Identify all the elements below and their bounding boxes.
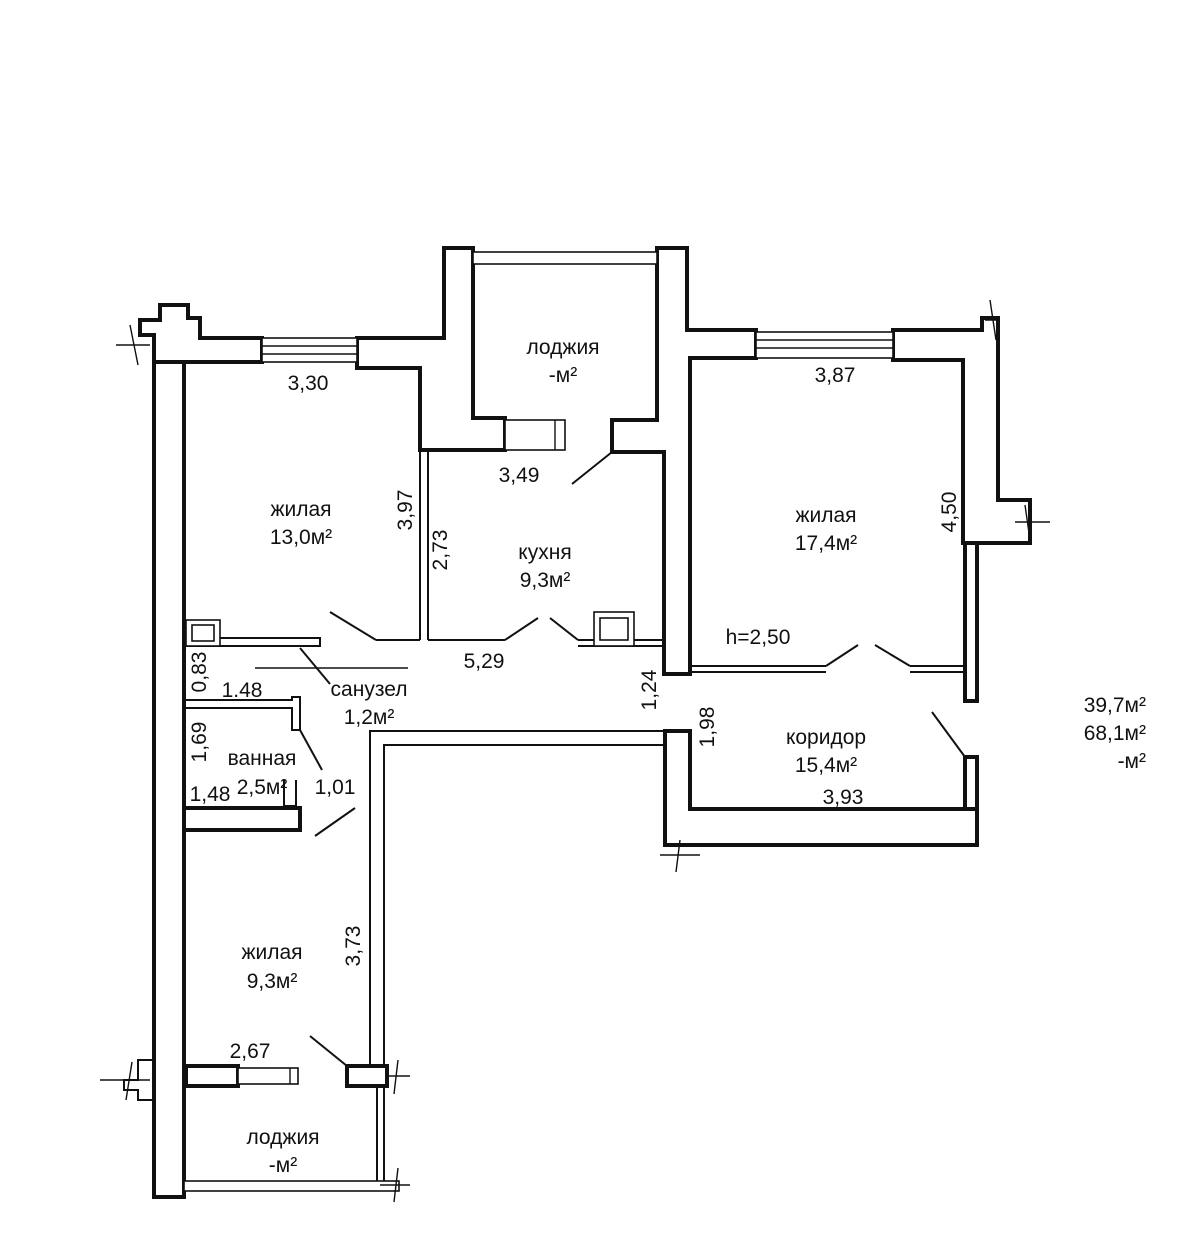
door-kitchen-left bbox=[504, 617, 539, 641]
room-area-bath: 2,5м² bbox=[237, 776, 288, 799]
door-loggia bbox=[571, 451, 613, 485]
dimension-3-49: 3,49 bbox=[499, 464, 540, 487]
room-area-corridor: 15,4м² bbox=[795, 754, 857, 777]
room-area-kitchen: 9,3м² bbox=[520, 569, 571, 592]
living-kitchen-partition bbox=[376, 452, 505, 641]
door-bottom-loggia bbox=[309, 1035, 348, 1067]
bath-wall bbox=[184, 696, 301, 731]
total-living-area: 39,7м² bbox=[1084, 694, 1146, 717]
bottom-right-pillar bbox=[345, 1064, 389, 1088]
dimension-1-24: 1,24 bbox=[638, 669, 661, 710]
ceiling-height: h=2,50 bbox=[726, 626, 791, 649]
duct-kitchen-inner bbox=[599, 617, 629, 641]
window-kitchen-loggia bbox=[504, 419, 566, 451]
right-thin-wall bbox=[963, 541, 979, 703]
dimension-1-48-bottom: 1,48 bbox=[190, 783, 231, 806]
dimension-2-67: 2,67 bbox=[230, 1040, 271, 1063]
left-outer-wall bbox=[152, 360, 186, 1199]
dimension-1-01: 1,01 bbox=[315, 776, 356, 799]
door-entrance bbox=[931, 711, 966, 758]
left-top-stepped-wall bbox=[138, 303, 264, 364]
walls bbox=[123, 246, 1032, 1199]
window-bottom-room bbox=[237, 1067, 299, 1085]
break-mark-bottom-left bbox=[100, 1061, 150, 1101]
door-right-room-left bbox=[825, 644, 859, 667]
ducts bbox=[185, 611, 635, 647]
right-door-jamb bbox=[963, 755, 979, 811]
dimension-labels: 3,30 3,87 3,49 3,97 2,73 4,50 5,29 0,83 … bbox=[188, 364, 961, 1063]
dimension-3-97: 3,97 bbox=[394, 490, 417, 531]
bath-small-jamb bbox=[283, 780, 297, 807]
duct-wc-inner bbox=[191, 624, 215, 642]
corridor-bottom-wall bbox=[663, 729, 979, 847]
break-mark-right bbox=[1015, 504, 1050, 541]
corridor-inner-wall bbox=[369, 730, 665, 1065]
dimension-3-73: 3,73 bbox=[342, 926, 365, 967]
door-right-room-right bbox=[874, 644, 911, 667]
window-loggia-top bbox=[472, 251, 658, 265]
break-mark-bottom-right bbox=[380, 1167, 410, 1203]
dimension-0-83: 0,83 bbox=[188, 652, 211, 693]
right-room-bottom-wall bbox=[690, 665, 965, 673]
door-bath bbox=[299, 729, 323, 771]
room-name-corridor: коридор bbox=[786, 726, 866, 749]
top-wall-right-of-window-left bbox=[355, 246, 507, 452]
dimension-1-69: 1,69 bbox=[188, 722, 211, 763]
room-name-loggia-bottom: лоджия bbox=[246, 1126, 319, 1149]
room-area-living-bottom: 9,3м² bbox=[247, 970, 298, 993]
bottom-loggia-right-wall bbox=[376, 1086, 385, 1185]
dimension-4-50: 4,50 bbox=[938, 492, 961, 533]
dimension-1-98: 1,98 bbox=[696, 707, 719, 748]
break-mark-top-left bbox=[116, 324, 150, 366]
room-area-loggia-bottom: -м² bbox=[269, 1154, 297, 1177]
room-name-living-left: жилая bbox=[270, 498, 331, 521]
dimension-2-73: 2,73 bbox=[429, 530, 452, 571]
top-right-wall bbox=[891, 316, 1032, 545]
room-name-wc: санузел bbox=[331, 678, 408, 701]
room-labels: лоджия -м² жилая 13,0м² кухня 9,3м² жила… bbox=[228, 336, 866, 1177]
windows bbox=[183, 251, 894, 1192]
room-area-loggia-top: -м² bbox=[549, 364, 577, 387]
doors bbox=[255, 451, 966, 1067]
room-area-living-right: 17,4м² bbox=[795, 532, 857, 555]
dimension-3-93: 3,93 bbox=[823, 786, 864, 809]
room-name-living-right: жилая bbox=[795, 504, 856, 527]
bottom-left-notch bbox=[123, 1059, 154, 1101]
door-wc bbox=[299, 647, 331, 685]
room-name-living-bottom: жилая bbox=[241, 941, 302, 964]
break-mark-top-right bbox=[985, 299, 1000, 341]
loggia-top-right-wall bbox=[610, 246, 758, 676]
room-area-living-left: 13,0м² bbox=[270, 526, 332, 549]
room-name-bath: ванная bbox=[228, 747, 297, 770]
break-marks bbox=[100, 299, 1050, 1203]
total-other-area: -м² bbox=[1118, 750, 1146, 773]
door-kitchen-right bbox=[549, 617, 579, 641]
area-totals: 39,7м² 68,1м² -м² bbox=[1084, 694, 1146, 773]
bath-bottom-wall bbox=[182, 806, 302, 832]
room-name-loggia-top: лоджия bbox=[526, 336, 599, 359]
break-mark-corridor bbox=[660, 839, 700, 873]
window-bottom-loggia bbox=[183, 1180, 400, 1192]
door-left-room bbox=[329, 611, 377, 641]
room-name-kitchen: кухня bbox=[518, 541, 571, 564]
dimension-3-30: 3,30 bbox=[288, 372, 329, 395]
door-bottom-room bbox=[314, 807, 356, 837]
bottom-left-pillar bbox=[184, 1064, 240, 1088]
window-right-room bbox=[755, 331, 894, 359]
window-left-room bbox=[261, 337, 358, 363]
dimension-5-29: 5,29 bbox=[464, 650, 505, 673]
room-area-wc: 1,2м² bbox=[344, 706, 395, 729]
total-area: 68,1м² bbox=[1084, 722, 1146, 745]
break-mark-bottom-mid bbox=[387, 1059, 410, 1095]
dimension-3-87: 3,87 bbox=[815, 364, 856, 387]
dimension-1-48-top: 1.48 bbox=[222, 679, 263, 702]
